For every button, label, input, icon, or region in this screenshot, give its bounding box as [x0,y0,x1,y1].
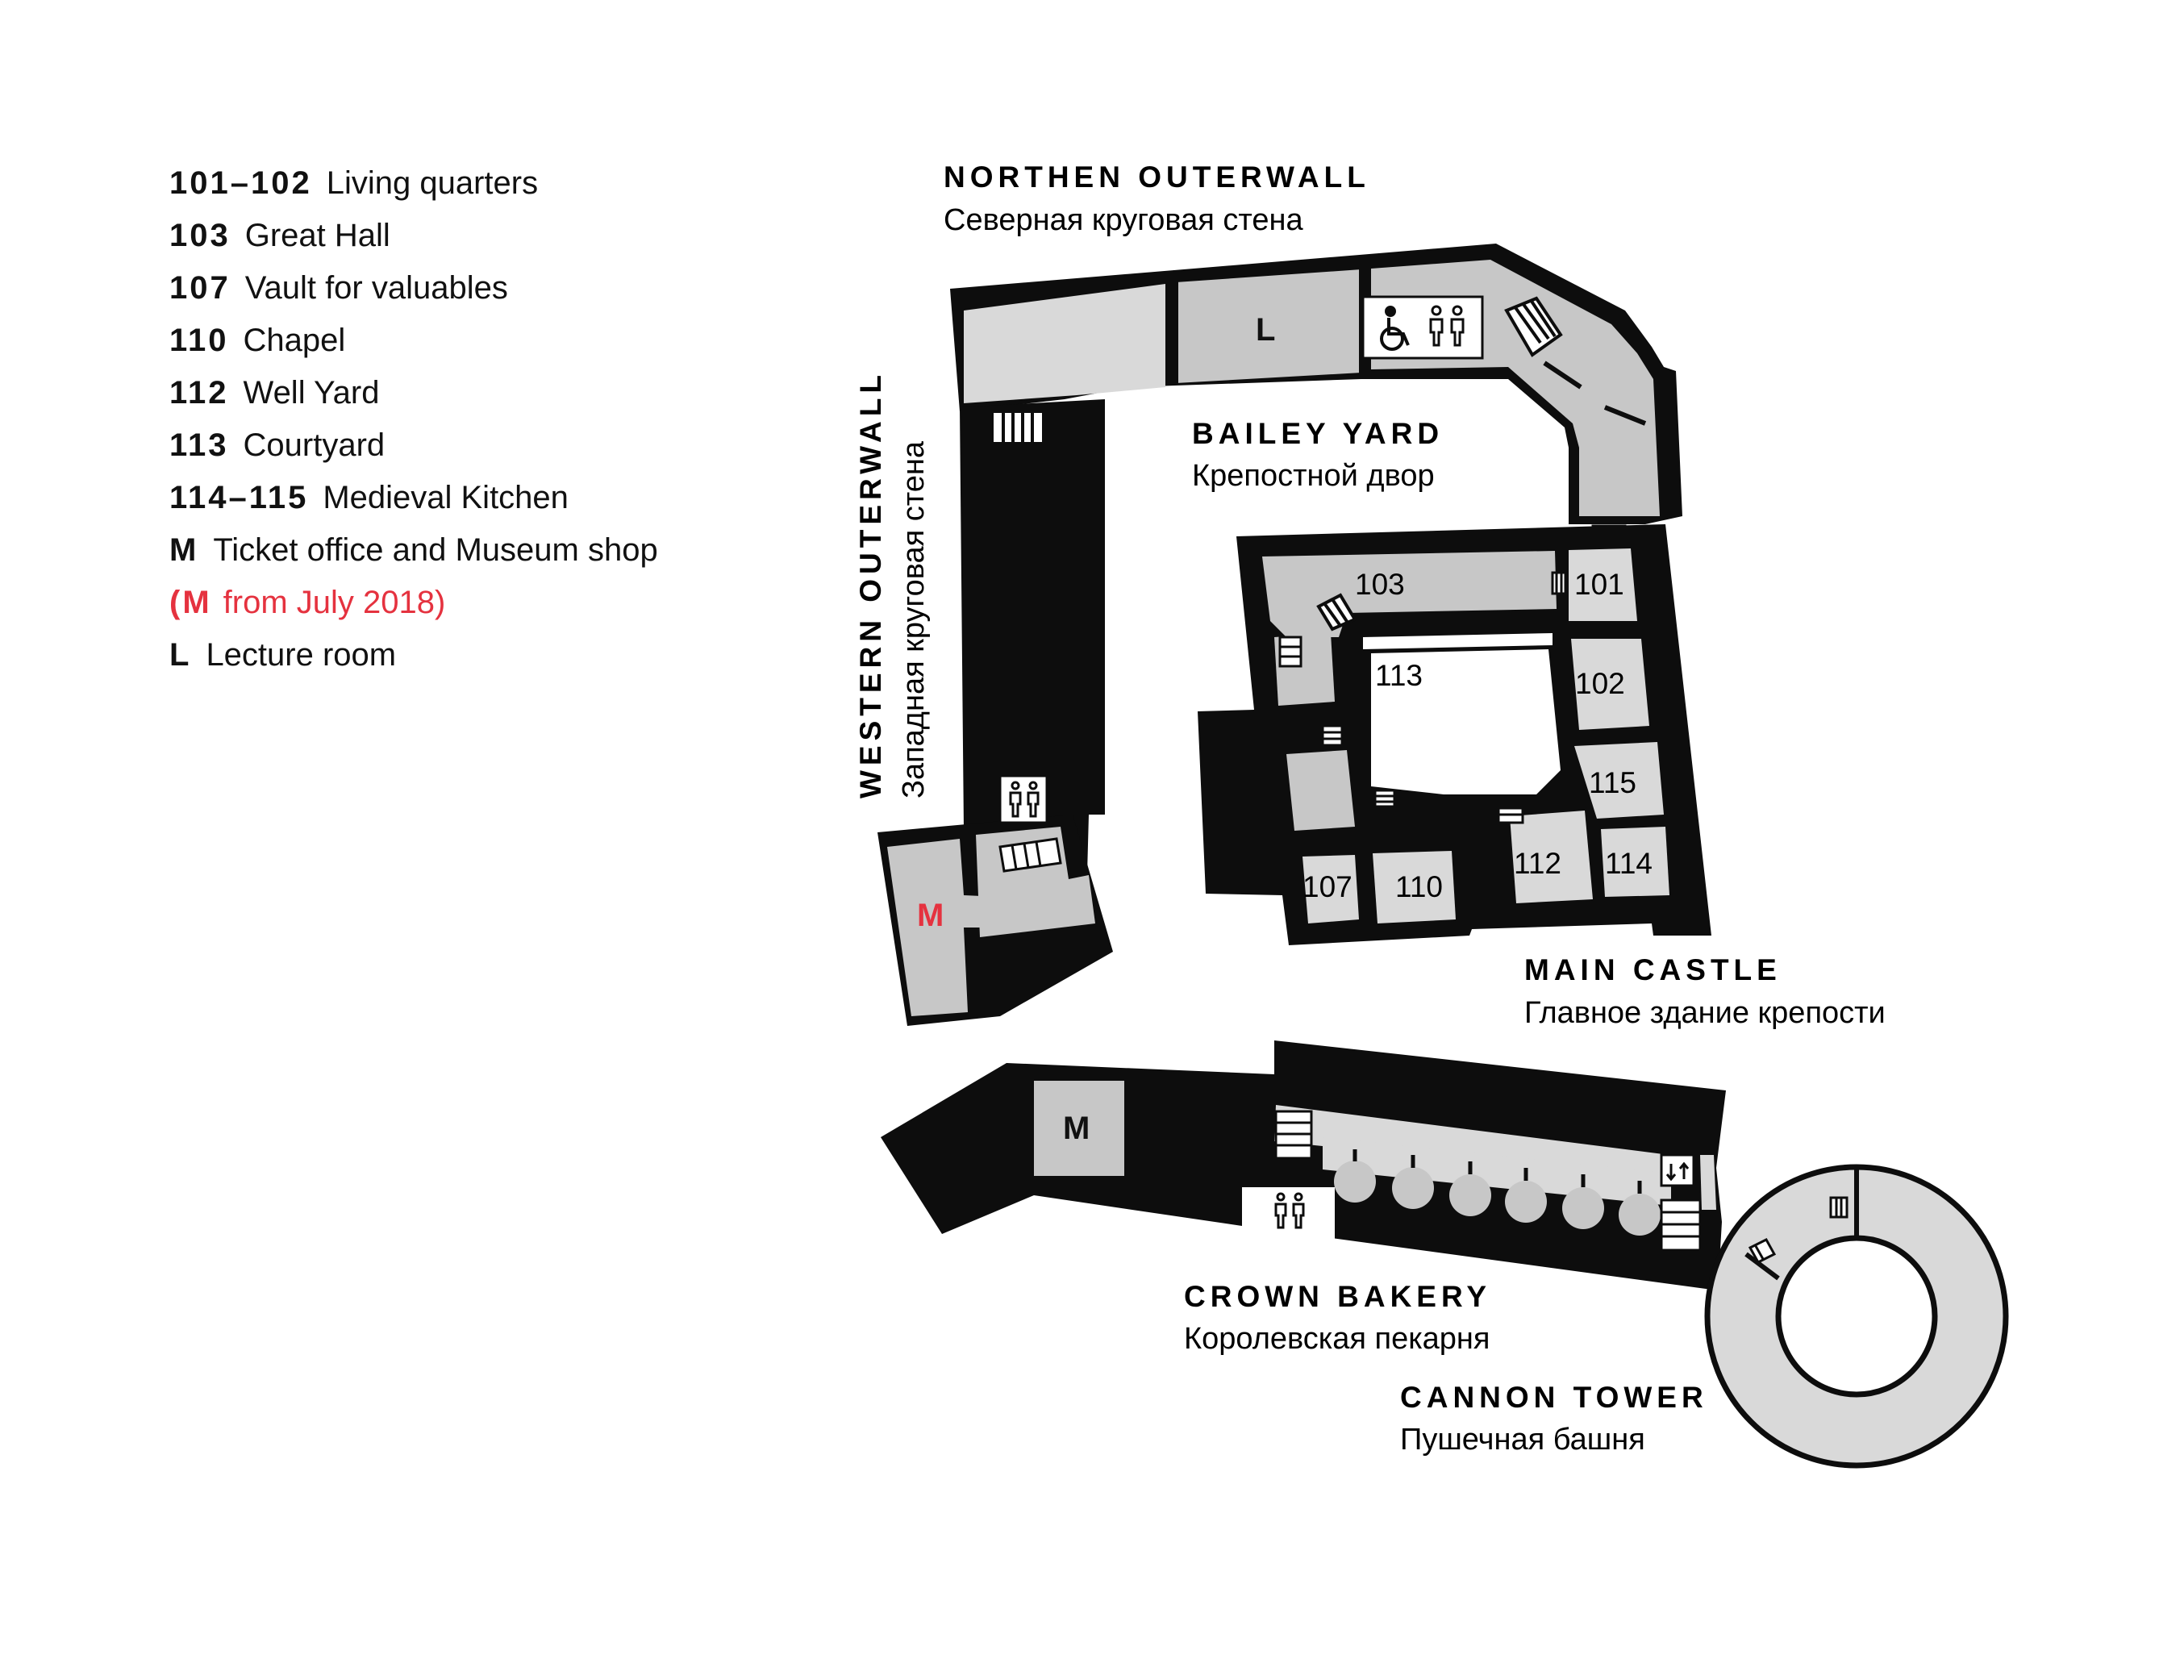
western-outerwall-title: WESTERN OUTERWALL [854,370,887,798]
room-103: 103 [1355,568,1405,601]
vault-107 [1302,855,1359,923]
western-outerwall-subtitle: Западная круговая стена [897,440,931,798]
oven [1505,1181,1547,1223]
room-101: 101 [1574,568,1624,601]
chapel-110 [1373,851,1456,923]
oven [1334,1161,1376,1203]
stairs-icon [1504,296,1563,357]
bakery-corridor [1274,1105,1671,1182]
lecture-room-mark: L [1256,312,1275,348]
stairs-icon [1373,789,1396,808]
bakery-restroom-box [1242,1187,1335,1244]
room-114: 114 [1605,847,1653,880]
cannon-tower [1704,1164,2009,1469]
crown-bakery [881,1040,1726,1290]
kitchen-114 [1601,827,1669,897]
museum-mark-red: M [917,898,944,933]
oven [1449,1174,1491,1216]
room-107: 107 [1302,870,1352,903]
oven [1562,1187,1604,1229]
courtyard-113 [1371,649,1561,794]
northern-outerwall-title: NORTHEN OUTERWALL [944,160,1370,194]
well-yard-112 [1510,811,1593,903]
museum-mark-bakery: M [1063,1111,1090,1146]
crown-bakery-title: CROWN BAKERY [1184,1280,1491,1313]
stairs-icon [1829,1196,1848,1219]
stairs-icon [1497,807,1524,824]
living-quarters-101 [1569,548,1637,621]
cannon-tower-subtitle: Пушечная башня [1400,1423,1645,1457]
elevator-arrows-icon [1665,1161,1690,1182]
bailey-yard-title: BAILEY YARD [1192,417,1444,450]
northern-facilities-box [1361,295,1484,360]
northern-west-room [964,284,1165,403]
stairs-icon [1321,724,1344,747]
stairs-icon [1660,1199,1702,1252]
wheelchair-icon [1380,306,1410,351]
stairs-icon [998,837,1062,873]
stairs-icon [994,413,1042,442]
bailey-yard-subtitle: Крепостной двор [1192,459,1435,493]
stairs-icon [1748,1238,1777,1264]
restroom-icon [1009,781,1040,818]
stairs-icon [1278,636,1302,668]
living-quarters-102 [1571,639,1649,730]
room-113: 113 [1375,659,1423,692]
cannon-tower-title: CANNON TOWER [1400,1381,1708,1414]
castle-west-room [1286,750,1355,831]
museum-shop-room [887,839,1000,1016]
restroom-icon-box [998,774,1048,824]
main-castle-title: MAIN CASTLE [1524,953,1782,986]
lecture-room [1176,269,1361,383]
kitchen-115 [1574,742,1664,819]
northern-outerwall-subtitle: Северная круговая стена [944,203,1303,237]
restroom-icon [1429,305,1465,347]
main-castle-subtitle: Главное здание крепости [1524,996,1886,1030]
room-102: 102 [1575,667,1625,700]
elevator-icon [1660,1153,1695,1187]
main-castle [1198,524,1711,945]
room-115: 115 [1589,766,1636,799]
tower-core [1775,1235,1938,1398]
room-110: 110 [1395,870,1443,903]
stairs-icon [1274,1110,1313,1160]
oven [1619,1194,1661,1236]
oven [1392,1167,1434,1209]
room-112: 112 [1514,847,1561,880]
western-outerwall [877,399,1113,1026]
oven-row [1334,1161,1661,1236]
stairs-icon [1551,571,1567,595]
crown-bakery-subtitle: Королевская пекарня [1184,1322,1490,1356]
restroom-icon [1274,1192,1305,1229]
stairs-icon [1316,593,1357,632]
museum-shop-bakery [1034,1081,1124,1176]
